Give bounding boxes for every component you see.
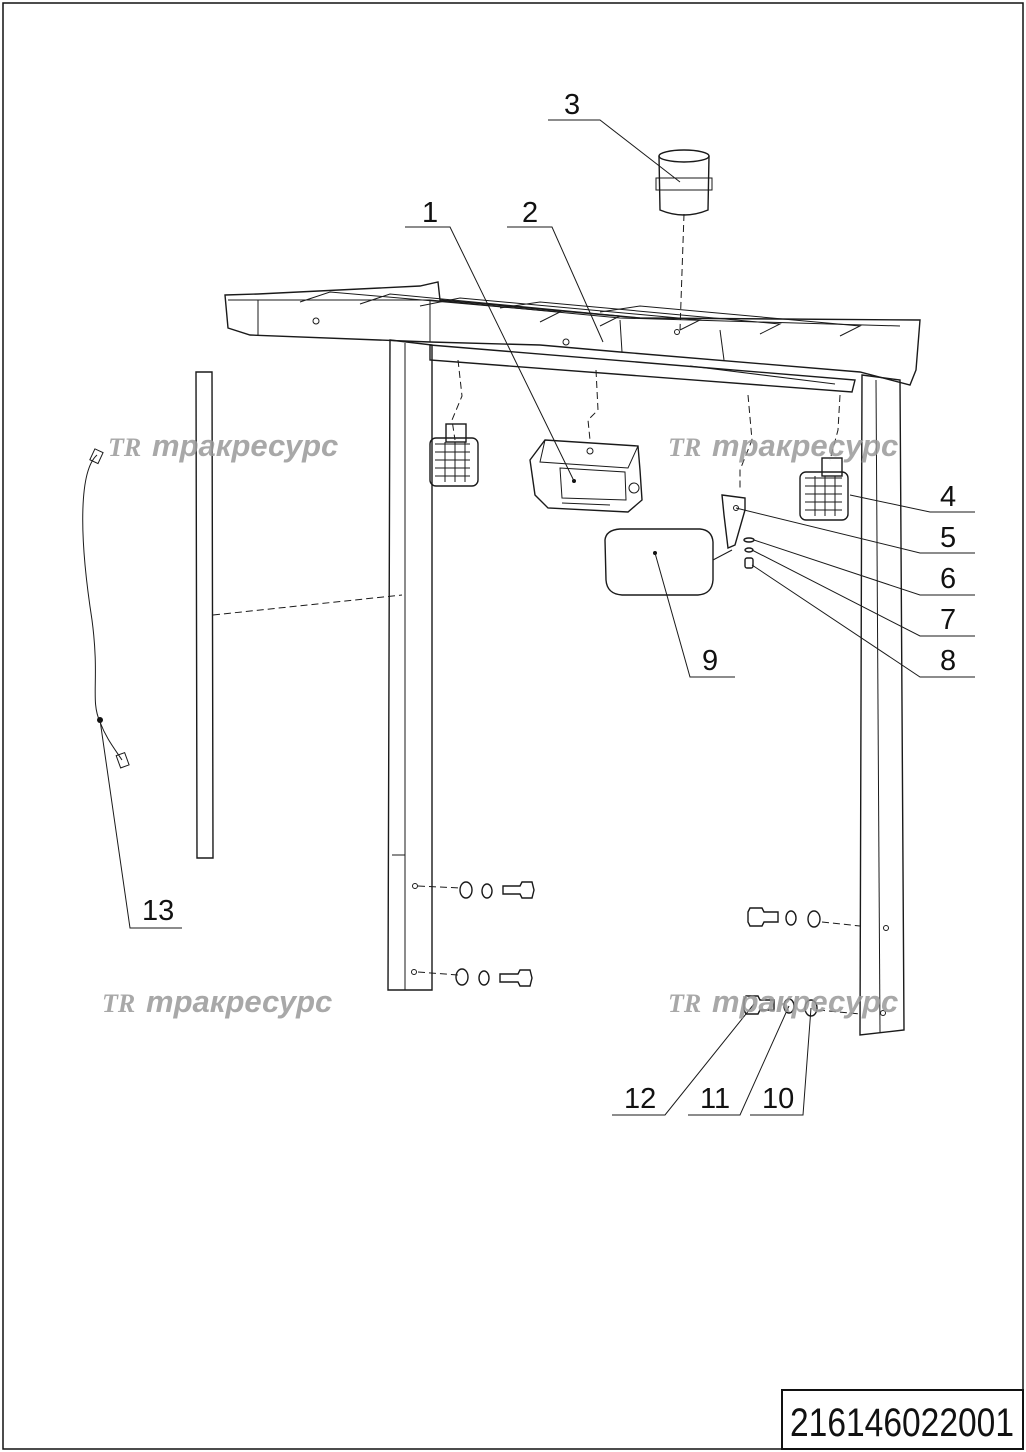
callout-5: 5 xyxy=(940,522,956,554)
callout-8: 8 xyxy=(940,645,956,677)
callout-10: 10 xyxy=(762,1083,794,1115)
radio-unit xyxy=(529,369,643,513)
callout-6: 6 xyxy=(940,563,956,595)
title-block: 216146022001 xyxy=(781,1389,1024,1450)
watermark-text: тракресурс xyxy=(146,984,332,1019)
callout-3: 3 xyxy=(564,89,580,121)
work-lamp-left xyxy=(429,359,479,487)
right-post xyxy=(859,374,905,1036)
watermark-2: TR тракресурс xyxy=(668,428,898,463)
watermark-1: TR тракресурс xyxy=(108,428,338,463)
mirror-bracket xyxy=(721,394,755,569)
callout-1: 1 xyxy=(422,197,438,229)
watermark-text: тракресурс xyxy=(712,984,898,1019)
roof-frame xyxy=(224,281,921,393)
watermark-text: тракресурс xyxy=(152,428,338,463)
callout-13: 13 xyxy=(142,895,174,927)
fasteners-left-lower xyxy=(417,968,533,987)
watermark-text: тракресурс xyxy=(712,428,898,463)
drawing-number: 216146022001 xyxy=(790,1401,1014,1445)
mirror xyxy=(604,528,733,596)
watermark-logo: TR xyxy=(102,989,135,1018)
watermark-logo: TR xyxy=(668,989,701,1018)
callout-11: 11 xyxy=(700,1083,730,1115)
fasteners-right-upper xyxy=(747,907,861,928)
watermark-logo: TR xyxy=(668,433,701,462)
fasteners-right-lower xyxy=(743,995,861,1017)
wire-harness xyxy=(82,448,130,769)
work-lamp-right xyxy=(799,394,849,521)
callout-7: 7 xyxy=(940,604,956,636)
seal-strip xyxy=(195,371,403,859)
callout-12: 12 xyxy=(624,1083,656,1115)
callout-9: 9 xyxy=(702,645,718,677)
watermark-4: TR тракресурс xyxy=(668,984,898,1019)
callout-2: 2 xyxy=(522,197,538,229)
watermark-3: TR тракресурс xyxy=(102,984,332,1019)
left-post xyxy=(387,339,433,991)
beacon xyxy=(655,149,713,331)
watermark-logo: TR xyxy=(108,433,141,462)
callout-labels: 1 2 3 4 5 6 7 8 9 10 11 12 13 xyxy=(142,89,956,1115)
leader-lines xyxy=(99,119,975,1116)
callout-4: 4 xyxy=(940,481,956,513)
fasteners-left-upper xyxy=(417,881,535,899)
